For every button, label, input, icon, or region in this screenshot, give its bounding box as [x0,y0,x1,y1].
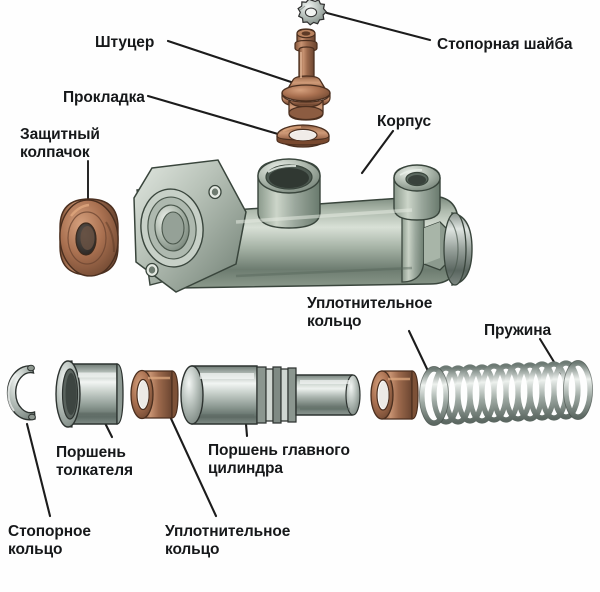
part-lock-washer [297,0,328,26]
leader-snap-ring-line [25,422,52,518]
label-master-piston: Поршень главного цилиндра [208,442,350,477]
label-snap-ring: Стопорное кольцо [8,523,91,558]
label-sealing-ring-1: Уплотнительное кольцо [307,295,433,330]
label-lock-washer: Стопорная шайба [437,36,573,53]
part-master-piston [180,365,361,425]
label-spring: Пружина [484,322,552,339]
part-fitting [281,28,331,121]
label-fitting: Штуцер [95,34,155,51]
part-sealing-ring-1 [370,370,419,420]
part-snap-ring [6,364,36,421]
leader-lock-washer-line [325,11,432,42]
leader-fitting-line [166,39,305,88]
housing-port-right [393,164,441,221]
label-sealing-ring-2: Уплотнительное кольцо [165,523,291,558]
spring-wire-outline [418,359,594,427]
part-housing [133,158,473,293]
leader-gasket-line [146,94,280,136]
part-pusher-piston [55,360,124,428]
leader-lines [25,11,564,518]
housing-port-left [257,158,321,229]
part-protective-cap [59,198,119,277]
leader-sealing-ring-1-line [407,329,430,373]
label-housing: Корпус [377,113,432,130]
leader-sealing-ring-2-line [166,410,218,518]
part-spring [419,360,593,426]
part-gasket [276,124,330,148]
label-gasket: Прокладка [63,89,145,106]
part-sealing-ring-2 [130,369,179,420]
leader-housing-line [360,129,395,175]
label-protective-cap: Защитный колпачок [20,126,100,161]
label-pusher-piston: Поршень толкателя [56,444,133,479]
